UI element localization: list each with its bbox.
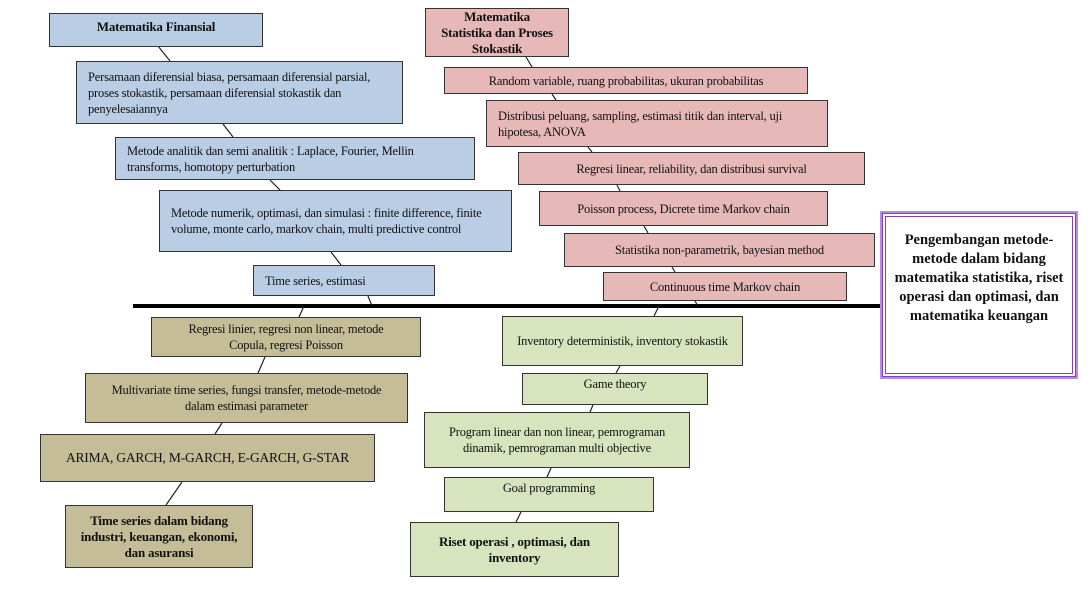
- goal-text: Pengembangan metode-metode dalam bidang …: [894, 232, 1064, 324]
- riset-title: Riset operasi , optimasi, dan inventory: [410, 522, 619, 577]
- statistika-title: Matematika Statistika dan Proses Stokast…: [425, 8, 569, 57]
- riset-item-1: Inventory deterministik, inventory stoka…: [502, 316, 743, 366]
- timeseries-item-3: ARIMA, GARCH, M-GARCH, E-GARCH, G-STAR: [40, 434, 375, 482]
- connector: [330, 251, 342, 266]
- statistika-item-6: Continuous time Markov chain: [603, 272, 847, 301]
- statistika-item-5: Statistika non-parametrik, bayesian meth…: [564, 233, 875, 267]
- connector: [671, 266, 676, 273]
- riset-item-3: Program linear dan non linear, pemrogram…: [424, 412, 690, 468]
- finansial-item-4: Time series, estimasi: [253, 265, 435, 296]
- statistika-item-4: Poisson process, Dicrete time Markov cha…: [539, 191, 828, 226]
- finansial-item-3: Metode numerik, optimasi, dan simulasi :…: [159, 190, 512, 252]
- connector: [269, 179, 281, 191]
- statistika-item-1: Random variable, ruang probabilitas, uku…: [444, 67, 808, 94]
- connector: [694, 300, 699, 307]
- statistika-item-2: Distribusi peluang, sampling, estimasi t…: [486, 100, 828, 147]
- goal-box: Pengembangan metode-metode dalam bidang …: [880, 211, 1078, 379]
- statistika-item-3: Regresi linear, reliability, dan distrib…: [518, 152, 865, 185]
- connector: [165, 481, 183, 506]
- connector: [214, 422, 223, 435]
- timeseries-title: Time series dalam bidang industri, keuan…: [65, 505, 253, 568]
- connector: [615, 365, 621, 374]
- connector: [515, 511, 522, 523]
- connector: [587, 146, 593, 153]
- finansial-title: Matematika Finansial: [49, 13, 263, 47]
- finansial-item-1: Persamaan diferensial biasa, persamaan d…: [76, 61, 403, 124]
- connector: [298, 305, 305, 318]
- connector: [525, 56, 533, 68]
- connector: [589, 404, 594, 413]
- connector: [653, 305, 660, 317]
- finansial-item-2: Metode analitik dan semi analitik : Lapl…: [115, 137, 475, 180]
- timeseries-item-1: Regresi linier, regresi non linear, meto…: [151, 317, 421, 357]
- connector: [222, 123, 234, 138]
- connector: [257, 356, 266, 374]
- connector: [157, 45, 171, 62]
- riset-item-4: Goal programming: [444, 477, 654, 512]
- connector: [551, 93, 557, 101]
- timeseries-item-2: Multivariate time series, fungsi transfe…: [85, 373, 408, 423]
- connector: [643, 225, 649, 234]
- connector: [546, 467, 552, 478]
- riset-item-2: Game theory: [522, 373, 708, 405]
- connector: [367, 295, 373, 307]
- connector: [616, 184, 621, 192]
